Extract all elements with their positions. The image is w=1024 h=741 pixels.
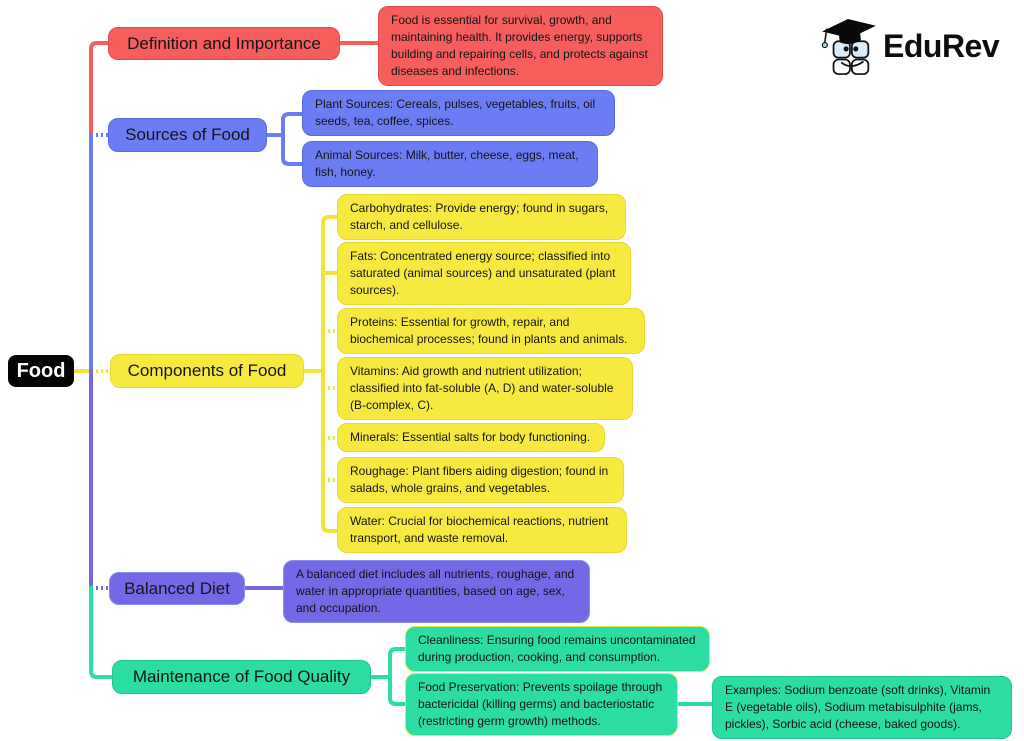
- detail-definition: Food is essential for survival, growth, …: [378, 6, 663, 86]
- node-components: Components of Food: [110, 354, 304, 388]
- detail-proteins: Proteins: Essential for growth, repair, …: [337, 308, 645, 354]
- detail-preservation-examples: Examples: Sodium benzoate (soft drinks),…: [712, 676, 1012, 739]
- node-definition: Definition and Importance: [108, 27, 340, 60]
- detail-minerals: Minerals: Essential salts for body funct…: [337, 423, 605, 452]
- elbow-maintenance-children: [388, 647, 405, 706]
- node-root-food: Food: [8, 355, 74, 387]
- detail-food-preservation: Food Preservation: Prevents spoilage thr…: [405, 673, 678, 736]
- elbow-sources-children: [281, 112, 302, 166]
- spine-teal: [89, 586, 112, 679]
- edurev-mascot-icon: [821, 18, 876, 75]
- elbow-components-children: [321, 215, 337, 533]
- detail-roughage: Roughage: Plant fibers aiding digestion;…: [337, 457, 624, 503]
- node-balanced-diet: Balanced Diet: [109, 572, 245, 605]
- edurev-logo-text: EduRev: [883, 28, 1000, 64]
- branch-line-definition: [89, 41, 108, 135]
- detail-vitamins: Vitamins: Aid growth and nutrient utiliz…: [337, 357, 633, 420]
- detail-carbohydrates: Carbohydrates: Provide energy; found in …: [337, 194, 626, 240]
- detail-cleanliness: Cleanliness: Ensuring food remains uncon…: [405, 626, 710, 672]
- detail-animal-sources: Animal Sources: Milk, butter, cheese, eg…: [302, 141, 598, 187]
- detail-plant-sources: Plant Sources: Cereals, pulses, vegetabl…: [302, 90, 615, 136]
- node-maintenance: Maintenance of Food Quality: [112, 660, 371, 694]
- detail-fats: Fats: Concentrated energy source; classi…: [337, 242, 631, 305]
- detail-balanced-diet: A balanced diet includes all nutrients, …: [283, 560, 590, 623]
- detail-water: Water: Crucial for biochemical reactions…: [337, 507, 627, 553]
- edurev-logo-card: EduRev: [812, 8, 1013, 85]
- node-sources: Sources of Food: [108, 118, 267, 152]
